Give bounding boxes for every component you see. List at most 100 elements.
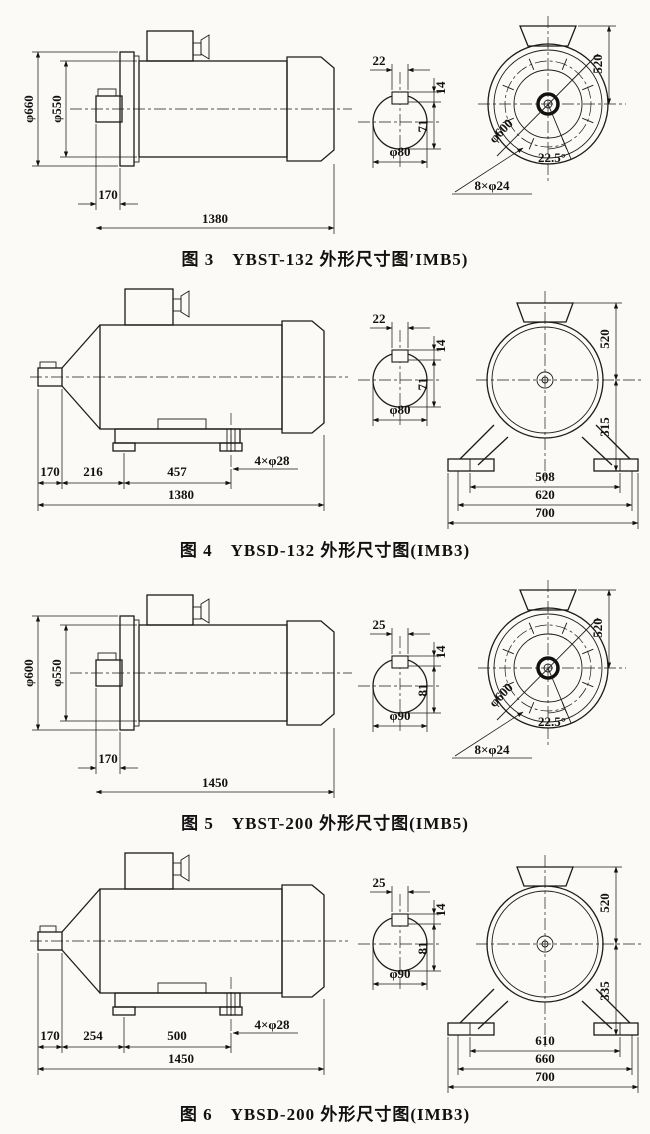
- foot-rail: [114, 428, 241, 444]
- keyway: [391, 91, 409, 105]
- dim-hole-span: 508: [535, 469, 555, 484]
- dim-shaft-diameter: φ90: [389, 966, 410, 981]
- end-view-flange: φ600 22.5° 8×φ24 520: [452, 580, 626, 759]
- side-view-foot-motor: 170 254 500 1450 4×φ28: [30, 852, 348, 1075]
- dim-total-length: 1450: [202, 775, 228, 790]
- dim-inner-diameter: φ550: [49, 95, 64, 123]
- terminal-box-top: [516, 302, 574, 323]
- dim-shaft-extension: 170: [98, 751, 118, 766]
- shaft-hub: [536, 656, 560, 680]
- cable-gland: [200, 598, 210, 624]
- dim-foot-holes: 4×φ28: [254, 453, 290, 468]
- foot-pad-left: [447, 458, 495, 472]
- foot-pad-left: [112, 1006, 136, 1016]
- shaft-hub: [536, 92, 560, 116]
- terminal-box-top: [519, 589, 577, 611]
- figure-3-drawing: φ660 φ550 170 1380 22 14 71 φ80: [21, 16, 626, 234]
- dim-foot-span: 457: [167, 464, 187, 479]
- terminal-box: [124, 288, 174, 326]
- terminal-box: [124, 852, 174, 890]
- dim-key-depth: 81: [415, 942, 430, 955]
- dim-shaft-extension: 170: [40, 1028, 60, 1043]
- cable-gland: [180, 854, 190, 882]
- keyway: [391, 913, 409, 927]
- dim-key-depth: 71: [415, 120, 430, 133]
- foot-pad-left: [112, 442, 136, 452]
- dim-shaft-extension: 170: [98, 187, 118, 202]
- dim-inner-diameter: φ550: [49, 659, 64, 687]
- dim-bottom-height: 335: [597, 981, 612, 1001]
- dim-top-height: 520: [590, 54, 605, 74]
- dim-key-width: 25: [373, 875, 387, 890]
- motor-body: [99, 888, 283, 994]
- end-view-feet: 610 660 700 520 335: [447, 855, 642, 1093]
- figure-5-caption: 图 5 YBST-200 外形尺寸图(IMB5): [181, 814, 469, 833]
- dim-key-width: 25: [373, 617, 387, 632]
- dim-key-height: 14: [433, 339, 448, 353]
- dim-shaft-extension: 170: [40, 464, 60, 479]
- dim-key-width: 22: [373, 53, 386, 68]
- dim-foot-span: 660: [535, 1051, 555, 1066]
- terminal-box-top: [519, 25, 577, 47]
- shaft-cross-section: 25 14 81 φ90: [358, 875, 448, 990]
- dim-top-height: 520: [597, 893, 612, 913]
- figure-6: 170 254 500 1450 4×φ28 25 14 81 φ90: [0, 841, 650, 1125]
- end-cap: [286, 620, 335, 726]
- motor-body: [99, 324, 283, 430]
- figure-5-drawing: φ600 φ550 170 1450 25 14 81 φ90: [21, 580, 626, 798]
- dim-shaft-diameter: φ80: [389, 144, 410, 159]
- dim-key-width: 22: [373, 311, 386, 326]
- dim-hole-angle: 22.5°: [538, 714, 566, 729]
- dim-flange-holes: 8×φ24: [474, 178, 510, 193]
- dim-top-height: 520: [597, 329, 612, 349]
- shaft-center: [536, 371, 554, 389]
- side-view-flange-motor: φ660 φ550 170 1380: [21, 30, 352, 234]
- figure-4-caption: 图 4 YBSD-132 外形尺寸图(IMB3): [179, 541, 471, 560]
- figure-6-drawing: 170 254 500 1450 4×φ28 25 14 81 φ90: [30, 852, 642, 1093]
- dim-foot-offset: 254: [83, 1028, 103, 1043]
- terminal-box: [146, 594, 194, 626]
- terminal-box: [146, 30, 194, 62]
- dim-base-width: 700: [535, 1069, 555, 1084]
- side-view-foot-motor: 170 216 457 1380 4×φ28: [30, 288, 348, 511]
- figure-3: φ660 φ550 170 1380 22 14 71 φ80: [0, 4, 650, 270]
- foot-rail: [114, 992, 241, 1008]
- shaft-cross-section: 22 14 71 φ80: [358, 53, 448, 168]
- figure-4: 170 216 457 1380 4×φ28 22 14 71 φ80: [0, 277, 650, 561]
- foot-pad-left: [447, 1022, 495, 1036]
- dim-total-length: 1380: [168, 487, 194, 502]
- keyway: [391, 655, 409, 669]
- dim-total-length: 1380: [202, 211, 228, 226]
- bolt-circle: [504, 60, 592, 148]
- dim-key-depth: 71: [415, 378, 430, 391]
- figure-6-caption: 图 6 YBSD-200 外形尺寸图(IMB3): [179, 1105, 471, 1124]
- dim-flange-holes: 8×φ24: [474, 742, 510, 757]
- dim-key-depth: 81: [415, 684, 430, 697]
- dim-foot-offset: 216: [83, 464, 103, 479]
- dim-foot-span: 620: [535, 487, 555, 502]
- dim-outer-diameter: φ600: [21, 659, 36, 687]
- shaft-cross-section: 25 14 81 φ90: [358, 617, 448, 732]
- end-view-flange: φ600 22.5° 8×φ24 520: [452, 16, 626, 195]
- bolt-circle: [504, 624, 592, 712]
- terminal-box-top: [516, 866, 574, 887]
- dim-bottom-height: 315: [597, 417, 612, 437]
- dim-base-width: 700: [535, 505, 555, 520]
- dim-hole-span: 610: [535, 1033, 555, 1048]
- cable-gland: [180, 290, 190, 318]
- figure-4-drawing: 170 216 457 1380 4×φ28 22 14 71 φ80: [30, 288, 642, 529]
- figure-5: φ600 φ550 170 1450 25 14 81 φ90: [0, 568, 650, 834]
- end-view-feet: 508 620 700 520 315: [447, 291, 642, 529]
- dim-top-height: 520: [590, 618, 605, 638]
- end-cap: [286, 56, 335, 162]
- end-cap: [281, 320, 325, 434]
- side-view-flange-motor: φ600 φ550 170 1450: [21, 594, 352, 798]
- dim-hole-angle: 22.5°: [538, 150, 566, 165]
- cable-gland: [200, 34, 210, 60]
- dim-key-height: 14: [433, 903, 448, 917]
- dim-key-height: 14: [433, 81, 448, 95]
- shaft-cross-section: 22 14 71 φ80: [358, 311, 448, 426]
- dim-shaft-diameter: φ90: [389, 708, 410, 723]
- dim-key-height: 14: [433, 645, 448, 659]
